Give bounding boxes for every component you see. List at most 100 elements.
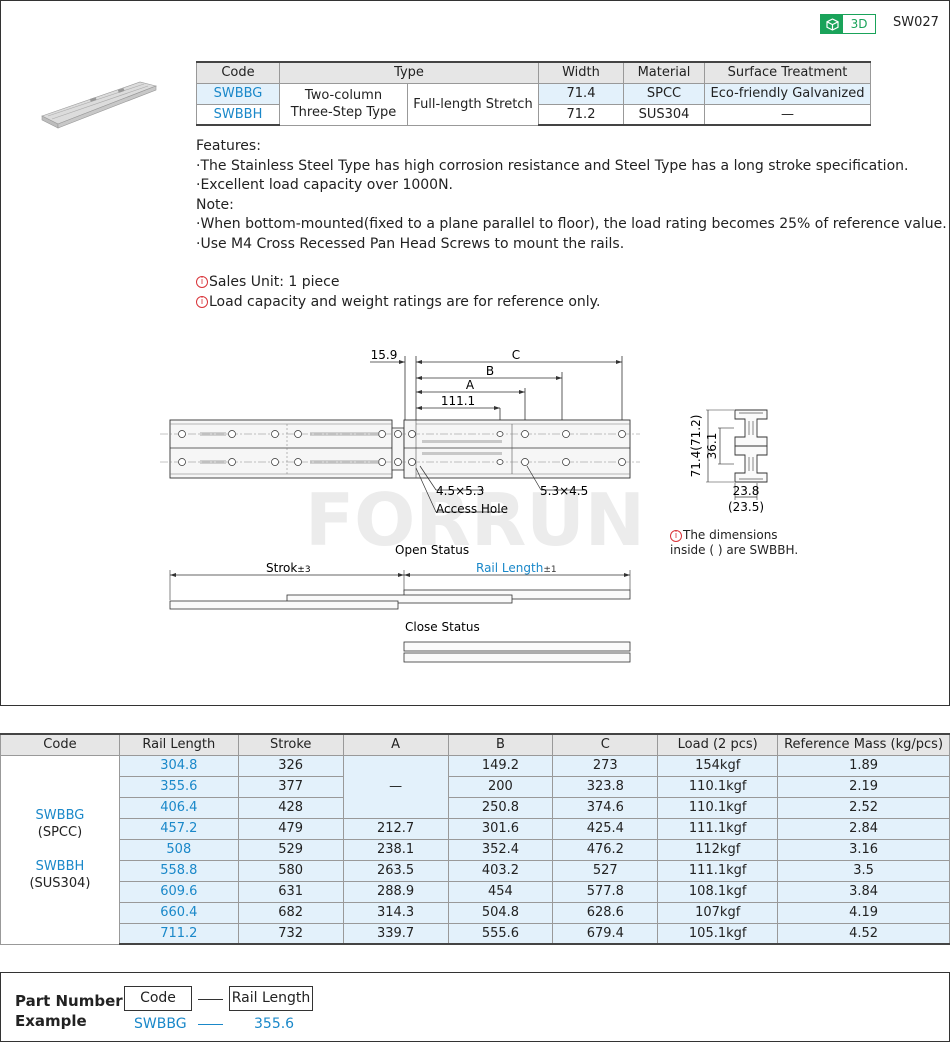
info-sales-unit: Sales Unit: 1 piece — [209, 274, 340, 290]
code-swbbg-material: (SPCC) — [37, 825, 83, 840]
header-surface: Surface Treatment — [704, 61, 871, 84]
rail-length-cell[interactable]: 457.2 — [118, 817, 239, 840]
note-title: Note: — [196, 196, 234, 213]
a-cell: 212.7 — [342, 817, 449, 840]
series-code: SW027 — [893, 15, 939, 30]
access-hole-label: Access Hole — [436, 502, 508, 516]
mass-cell: 2.19 — [777, 775, 950, 798]
load-cell: 105.1kgf — [657, 922, 779, 945]
c-cell: 476.2 — [552, 838, 659, 861]
stroke-cell: 377 — [237, 775, 344, 798]
a-cell: 263.5 — [342, 859, 449, 882]
rail-length-cell[interactable]: 508 — [118, 838, 239, 861]
rail-length-cell[interactable]: 304.8 — [118, 754, 239, 777]
spec-code-swbbg[interactable]: SWBBG — [196, 82, 280, 105]
header-type: Type — [279, 61, 539, 84]
header-code: Code — [196, 61, 280, 84]
b-cell: 250.8 — [447, 796, 554, 819]
mass-cell: 2.52 — [777, 796, 950, 819]
rail-length-cell[interactable]: 660.4 — [118, 901, 239, 924]
stroke-cell: 682 — [237, 901, 344, 924]
header-width: Width — [538, 61, 624, 84]
spec-code-swbbh[interactable]: SWBBH — [196, 103, 280, 126]
note-item: ·Use M4 Cross Recessed Pan Head Screws t… — [196, 235, 625, 252]
rail-length-cell[interactable]: 711.2 — [118, 922, 239, 945]
watermark-text: FORRUN — [305, 478, 645, 562]
dim-b: B — [486, 364, 494, 378]
spec-width: 71.4 — [538, 82, 624, 105]
mass-cell: 4.19 — [777, 901, 950, 924]
features-title: Features: — [196, 138, 261, 154]
pn-code-box: Code — [124, 986, 192, 1011]
info-reference: Load capacity and weight ratings are for… — [209, 293, 601, 310]
load-cell: 111.1kgf — [657, 859, 779, 882]
stroke-cell: 732 — [237, 922, 344, 945]
code-swbbh-material: (SUS304) — [29, 876, 91, 891]
c-cell: 577.8 — [552, 880, 659, 903]
code-swbbh-link[interactable]: SWBBH — [35, 859, 85, 874]
pn-separator — [198, 999, 223, 1000]
c-cell: 628.6 — [552, 901, 659, 924]
header-material: Material — [623, 61, 705, 84]
b-cell: 149.2 — [447, 754, 554, 777]
mass-cell: 3.16 — [777, 838, 950, 861]
hole-dim-2: 5.3×4.5 — [540, 484, 588, 498]
load-cell: 107kgf — [657, 901, 779, 924]
open-status-label: Open Status — [395, 543, 469, 557]
rail-length-cell[interactable]: 406.4 — [118, 796, 239, 819]
a-cell-dash: — — [342, 754, 449, 819]
spec-surface: Eco-friendly Galvanized — [704, 82, 871, 105]
3d-label: 3D — [850, 17, 868, 31]
rail-length-cell[interactable]: 355.6 — [118, 775, 239, 798]
b-cell: 352.4 — [447, 838, 554, 861]
col-mass: Reference Mass (kg/pcs) — [777, 733, 950, 756]
feature-item: ·Excellent load capacity over 1000N. — [196, 177, 453, 193]
part-number-title: Part Number Example — [15, 992, 123, 1030]
c-cell: 527 — [552, 859, 659, 882]
data-table: Code Rail Length Stroke A B C Load (2 pc… — [0, 733, 950, 945]
type-two-column: Two-column Three-Step Type — [279, 82, 408, 126]
dim-a: A — [466, 378, 475, 392]
dim-111-1: 111.1 — [441, 394, 475, 408]
load-cell: 154kgf — [657, 754, 779, 777]
info-icon: i — [196, 295, 208, 308]
c-cell: 323.8 — [552, 775, 659, 798]
rail-length-label: Rail Length±1 — [476, 561, 557, 575]
a-cell: 314.3 — [342, 901, 449, 924]
rail-length-cell[interactable]: 609.6 — [118, 880, 239, 903]
mass-cell: 4.52 — [777, 922, 950, 945]
rail-length-cell[interactable]: 558.8 — [118, 859, 239, 882]
info-icon: i — [670, 529, 682, 542]
code-cell: SWBBG (SPCC) SWBBH (SUS304) — [0, 754, 120, 945]
hole-dim-1: 4.5×5.3 — [436, 484, 484, 498]
col-load: Load (2 pcs) — [657, 733, 779, 756]
a-cell: 288.9 — [342, 880, 449, 903]
c-cell: 273 — [552, 754, 659, 777]
mass-cell: 1.89 — [777, 754, 950, 777]
load-cell: 111.1kgf — [657, 817, 779, 840]
pn-rail-value: 355.6 — [254, 1016, 295, 1032]
3d-view-button[interactable]: 3D — [820, 14, 876, 34]
feature-item: ·The Stainless Steel Type has high corro… — [196, 157, 909, 174]
type-full-length: Full-length Stretch — [407, 82, 539, 126]
pn-rail-box: Rail Length — [229, 986, 313, 1011]
info-icon: i — [196, 276, 208, 288]
code-swbbg-link[interactable]: SWBBG — [35, 808, 85, 823]
col-a: A — [342, 733, 449, 756]
spec-table: Code Type Width Material Surface Treatme… — [196, 61, 871, 126]
spec-width: 71.2 — [538, 103, 624, 126]
load-cell: 110.1kgf — [657, 796, 779, 819]
mass-cell: 3.5 — [777, 859, 950, 882]
pn-code-value: SWBBG — [134, 1016, 187, 1032]
section-mid: 36.1 — [705, 433, 719, 460]
